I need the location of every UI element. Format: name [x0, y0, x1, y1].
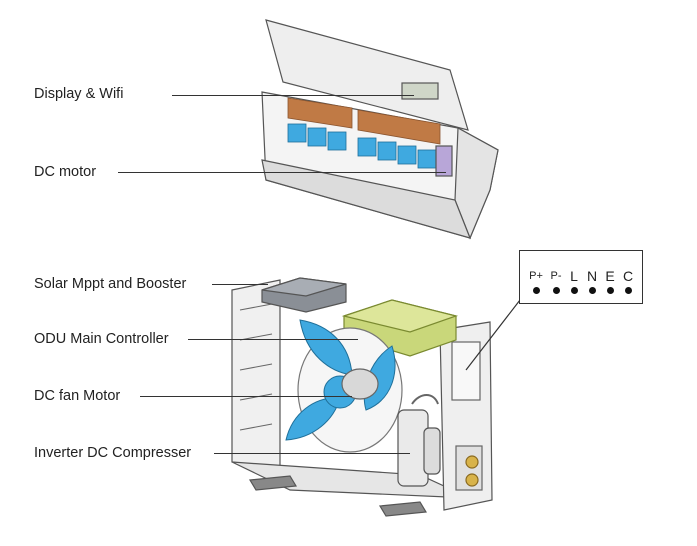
- label-display-wifi: Display & Wifi: [34, 86, 124, 102]
- label-odu-controller: ODU Main Controller: [34, 331, 169, 347]
- terminal-dot: [588, 287, 596, 294]
- outdoor-unit: [231, 277, 493, 517]
- terminal-p-minus: P-: [546, 269, 566, 294]
- compressor-leader: [214, 453, 410, 454]
- label-dc-motor: DC motor: [34, 164, 97, 180]
- terminal-label: C: [622, 268, 634, 284]
- indoor-unit: [261, 19, 499, 240]
- terminal-label: L: [570, 268, 578, 284]
- odu-controller-leader: [188, 339, 358, 340]
- terminal-c: C: [620, 269, 636, 294]
- terminal-dot: [532, 287, 540, 294]
- solar-mppt-leader: [212, 284, 268, 285]
- display-wifi-leader: [172, 95, 414, 96]
- terminal-block-callout: P+ P- L N E C: [519, 250, 643, 304]
- terminal-label: E: [605, 268, 615, 284]
- terminal-dot: [606, 287, 614, 294]
- dc-fan-motor-leader: [140, 396, 352, 397]
- terminal-p-plus: P+: [526, 269, 546, 294]
- terminal-leader-line: [465, 299, 521, 371]
- terminal-label: N: [586, 268, 598, 284]
- terminal-dot: [570, 287, 578, 294]
- terminal-e: E: [602, 269, 618, 294]
- terminal-n: N: [584, 269, 600, 294]
- label-dc-fan-motor: DC fan Motor: [34, 388, 121, 404]
- dc-motor-leader: [118, 172, 446, 173]
- terminal-dot: [552, 287, 560, 294]
- label-solar-mppt: Solar Mppt and Booster: [34, 276, 187, 292]
- terminal-label: P+: [529, 270, 543, 282]
- terminal-label: P-: [550, 270, 562, 282]
- terminal-l: L: [566, 269, 582, 294]
- terminal-dot: [624, 287, 632, 294]
- label-compressor: Inverter DC Compresser: [34, 445, 192, 461]
